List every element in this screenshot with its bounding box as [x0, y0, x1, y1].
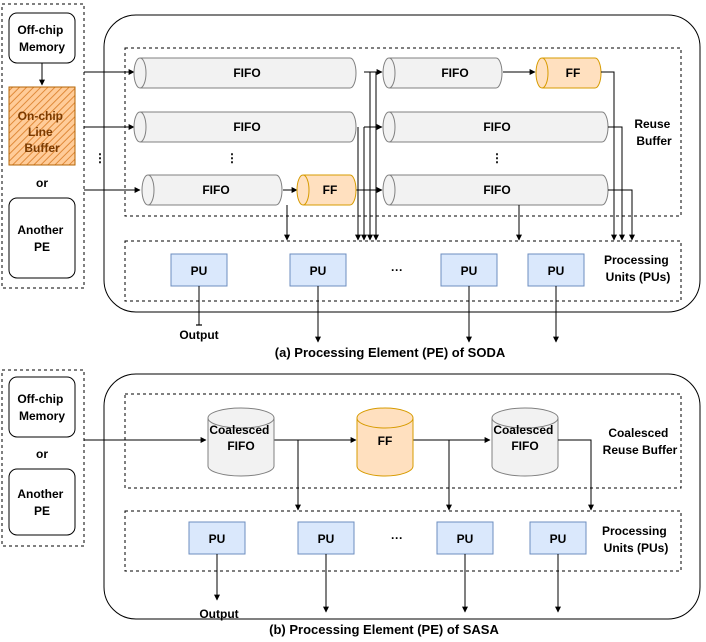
soda-fifo-r1a: FIFO	[133, 57, 357, 89]
svg-text:FIFO: FIFO	[233, 66, 260, 80]
soda-fifo-r3a: FIFO	[141, 174, 283, 206]
soda-line-buffer-label: On-chip Line Buffer	[18, 109, 67, 155]
soda-reuse-to-pu-arrows	[284, 71, 635, 241]
soda-another-pe-label: Another PE	[17, 223, 66, 254]
svg-text:FF: FF	[566, 66, 581, 80]
soda-ff-r3: FF	[296, 174, 357, 206]
sasa-source-or: or	[36, 447, 48, 461]
svg-text:FIFO: FIFO	[202, 183, 229, 197]
soda-pu-3: PU	[440, 253, 498, 287]
sasa-offchip-memory-label: Off-chip Memory	[17, 392, 66, 423]
soda-offchip-memory-label: Off-chip Memory	[17, 23, 66, 54]
soda-source-vdots: ⋮	[94, 151, 106, 165]
soda-reuse-buffer-label: Reuse Buffer	[634, 117, 673, 148]
svg-text:FIFO: FIFO	[441, 66, 468, 80]
svg-text:Coalesced FIFO: Coalesced FIFO	[209, 423, 272, 453]
sasa-pu-4: PU	[529, 521, 587, 555]
sasa-coalesced-fifo-2: Coalesced FIFO	[491, 407, 559, 477]
soda-reuse-vdots-right: ⋮	[491, 151, 503, 165]
sasa-panel: Off-chip Memory or Another PE Coalesced …	[1, 369, 701, 637]
soda-another-pe-box	[8, 197, 76, 279]
svg-text:PU: PU	[461, 264, 478, 278]
sasa-output-label: Output	[199, 607, 238, 621]
soda-offchip-memory-box	[8, 12, 76, 64]
sasa-another-pe-box	[8, 468, 76, 536]
sasa-pu-2: PU	[297, 521, 355, 555]
svg-text:PU: PU	[209, 532, 226, 546]
soda-fifo-r2a: FIFO	[133, 111, 357, 143]
soda-source-or: or	[36, 176, 48, 190]
soda-fifo-r2b: FIFO	[382, 111, 609, 143]
soda-pu-2: PU	[289, 253, 347, 287]
soda-ff-r1: FF	[535, 57, 602, 89]
soda-fifo-r3b: FIFO	[382, 174, 609, 206]
svg-text:FIFO: FIFO	[483, 120, 510, 134]
soda-pe-box	[103, 14, 701, 313]
soda-line-buffer-box	[8, 86, 76, 166]
svg-text:PU: PU	[548, 264, 565, 278]
sasa-coalesced-fifo-1: Coalesced FIFO	[207, 407, 275, 477]
soda-source-box	[1, 3, 85, 289]
svg-text:PU: PU	[318, 532, 335, 546]
soda-reuse-buffer-box	[124, 47, 682, 217]
svg-text:PU: PU	[457, 532, 474, 546]
sasa-pu-dots: ···	[391, 531, 403, 545]
sasa-reuse-buffer-box	[124, 393, 682, 489]
svg-text:Coalesced FIFO: Coalesced FIFO	[493, 423, 556, 453]
sasa-processing-units-box	[124, 510, 682, 572]
soda-processing-units-label: Processing Units (PUs)	[604, 253, 672, 284]
soda-fifo-r1b: FIFO	[382, 57, 503, 89]
svg-text:FF: FF	[323, 183, 338, 197]
soda-panel: Off-chip Memory On-chip Line Buffer ⋮ or…	[1, 3, 701, 360]
svg-text:FIFO: FIFO	[233, 120, 260, 134]
sasa-pu-3: PU	[436, 521, 494, 555]
svg-text:PU: PU	[310, 264, 327, 278]
sasa-output-arrows	[214, 554, 561, 613]
svg-text:PU: PU	[191, 264, 208, 278]
sasa-another-pe-label: Another PE	[17, 487, 66, 518]
soda-pu-1: PU	[170, 253, 228, 287]
sasa-source-box	[1, 369, 85, 547]
sasa-reuse-to-pu-arrows	[295, 439, 594, 511]
soda-processing-units-box	[124, 240, 682, 302]
sasa-processing-units-label: Processing Units (PUs)	[602, 524, 670, 555]
soda-reuse-vdots-left: ⋮	[226, 151, 238, 165]
svg-text:FIFO: FIFO	[483, 183, 510, 197]
soda-pu-dots: ···	[391, 263, 403, 277]
sasa-reuse-buffer-label: Coalesced Reuse Buffer	[603, 426, 678, 457]
svg-text:FF: FF	[378, 434, 393, 448]
sasa-offchip-memory-box	[8, 376, 76, 438]
soda-caption: (a) Processing Element (PE) of SODA	[275, 345, 506, 360]
sasa-ff: FF	[356, 407, 414, 477]
soda-output-label: Output	[179, 328, 218, 342]
sasa-pu-1: PU	[188, 521, 246, 555]
sasa-pe-box	[103, 373, 701, 620]
soda-output-arrows	[196, 286, 559, 343]
svg-text:PU: PU	[550, 532, 567, 546]
soda-input-arrows	[84, 69, 536, 193]
sasa-caption: (b) Processing Element (PE) of SASA	[269, 622, 499, 637]
soda-pu-4: PU	[527, 253, 585, 287]
